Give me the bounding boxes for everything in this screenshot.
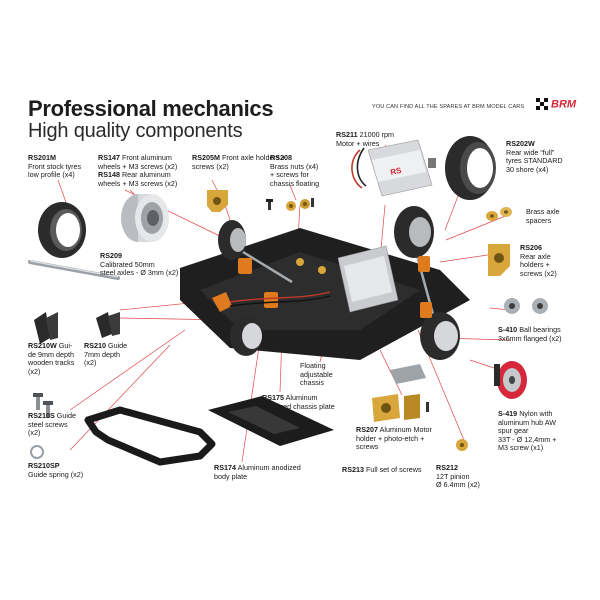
- front-axle-holder-image: [207, 190, 228, 212]
- ball-bearings-image: [504, 298, 548, 314]
- guide-wooden-image: [34, 312, 58, 344]
- logo-text: BRM: [551, 99, 577, 111]
- chassis-assembly-image: [180, 206, 470, 360]
- brm-logo: BRM: [536, 96, 580, 111]
- part-label-floating-chassis: Floating adjustable chassis: [300, 361, 333, 388]
- chassis-plate-image: [208, 396, 334, 446]
- guide-screws-image: [33, 393, 53, 418]
- motor-holder-image: [372, 364, 429, 422]
- part-label-rs210w: RS210W Gui- de 9mm depth wooden tracks (…: [28, 341, 75, 376]
- part-label-rs207: RS207 Aluminum Motor holder + photo-etch…: [356, 425, 432, 452]
- rear-axle-holder-image: [488, 244, 510, 276]
- brass-spacers-image: [486, 207, 512, 221]
- part-label-rs205m: RS205M Front axle holders + screws (x2): [192, 153, 286, 171]
- front-tyre-image: [38, 202, 86, 258]
- motor-image: RS: [351, 139, 436, 197]
- brass-nuts-image: [266, 198, 314, 211]
- tagline: YOU CAN FIND ALL THE SPARES AT BRM MODEL…: [372, 104, 525, 110]
- page-subtitle: High quality components: [28, 120, 243, 142]
- part-label-rs174: RS174 Aluminum anodized body plate: [214, 463, 301, 481]
- rear-tyre-image: [445, 136, 496, 200]
- guide-7mm-image: [96, 312, 120, 338]
- pinion-image: [456, 439, 468, 451]
- part-label-rs213: RS213 Full set of screws: [342, 465, 422, 474]
- part-label-rs147: RS147 Front aluminum wheels + M3 screws …: [98, 153, 178, 188]
- part-label-rs175: RS175 Aluminum anodized chassis plate: [262, 393, 335, 411]
- aluminum-wheel-image: [121, 194, 169, 242]
- part-label-s410: S-410 Ball bearings 3x6mm flanged (x2): [498, 325, 562, 343]
- part-label-brass-spacers: Brass axle spacers: [526, 207, 560, 225]
- steel-axle-image: [28, 260, 120, 280]
- part-label-rs210s: RS210S Guide steel screws (x2): [28, 411, 76, 438]
- page-title: Professional mechanics: [28, 96, 274, 121]
- spur-gear-image: [494, 361, 527, 399]
- part-label-rs211: RS211 21000 rpm Motor + wires: [336, 130, 394, 148]
- svg-text:RS: RS: [389, 166, 402, 177]
- part-label-s419: S-419 Nylon with aluminum hub AW spur ge…: [498, 409, 557, 453]
- guide-spring-image: [30, 445, 44, 459]
- part-label-rs210: RS210 Guide 7mm depth (x2): [84, 341, 128, 368]
- body-plate-image: [84, 406, 216, 466]
